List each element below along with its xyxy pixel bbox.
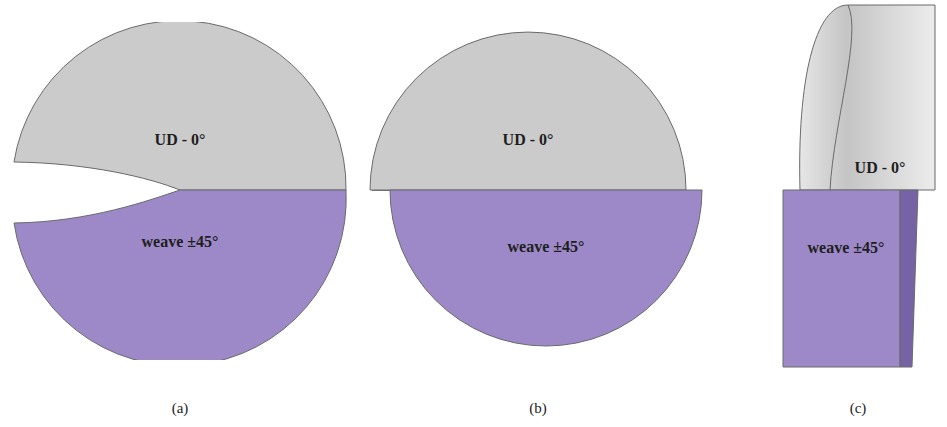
subfigure-label: (c)	[850, 400, 867, 417]
ply-shape	[12, 188, 348, 360]
ply-shape	[368, 30, 688, 192]
ply-shape	[12, 22, 348, 192]
ud-ply-half: UD - 0°	[368, 30, 688, 192]
ply-label: weave ±45°	[808, 239, 885, 257]
ply-label: UD - 0°	[855, 159, 906, 177]
ply-outline	[800, 5, 935, 190]
ply-label: UD - 0°	[155, 131, 206, 149]
weave-ply-flat: weave ±45°	[781, 188, 921, 369]
ply-label: weave ±45°	[142, 233, 219, 251]
ply-outline	[830, 5, 852, 190]
ply-outline	[370, 32, 686, 190]
ply-shape	[781, 188, 921, 369]
ud-ply-half: UD - 0°	[12, 22, 348, 192]
ply-outline	[900, 190, 918, 367]
weave-ply-half: weave ±45°	[388, 188, 704, 350]
ply-outline	[783, 190, 900, 367]
ud-ply-rolled: UD - 0°	[796, 3, 937, 192]
ply-label: weave ±45°	[508, 238, 585, 256]
ply-outline	[14, 190, 346, 360]
weave-ply-half: weave ±45°	[12, 188, 348, 360]
ply-shape	[388, 188, 704, 350]
subfigure-label: (a)	[172, 400, 189, 417]
subfigure-label: (b)	[529, 400, 547, 417]
ply-outline	[14, 22, 346, 190]
ply-outline	[390, 190, 702, 346]
ply-label: UD - 0°	[503, 131, 554, 149]
